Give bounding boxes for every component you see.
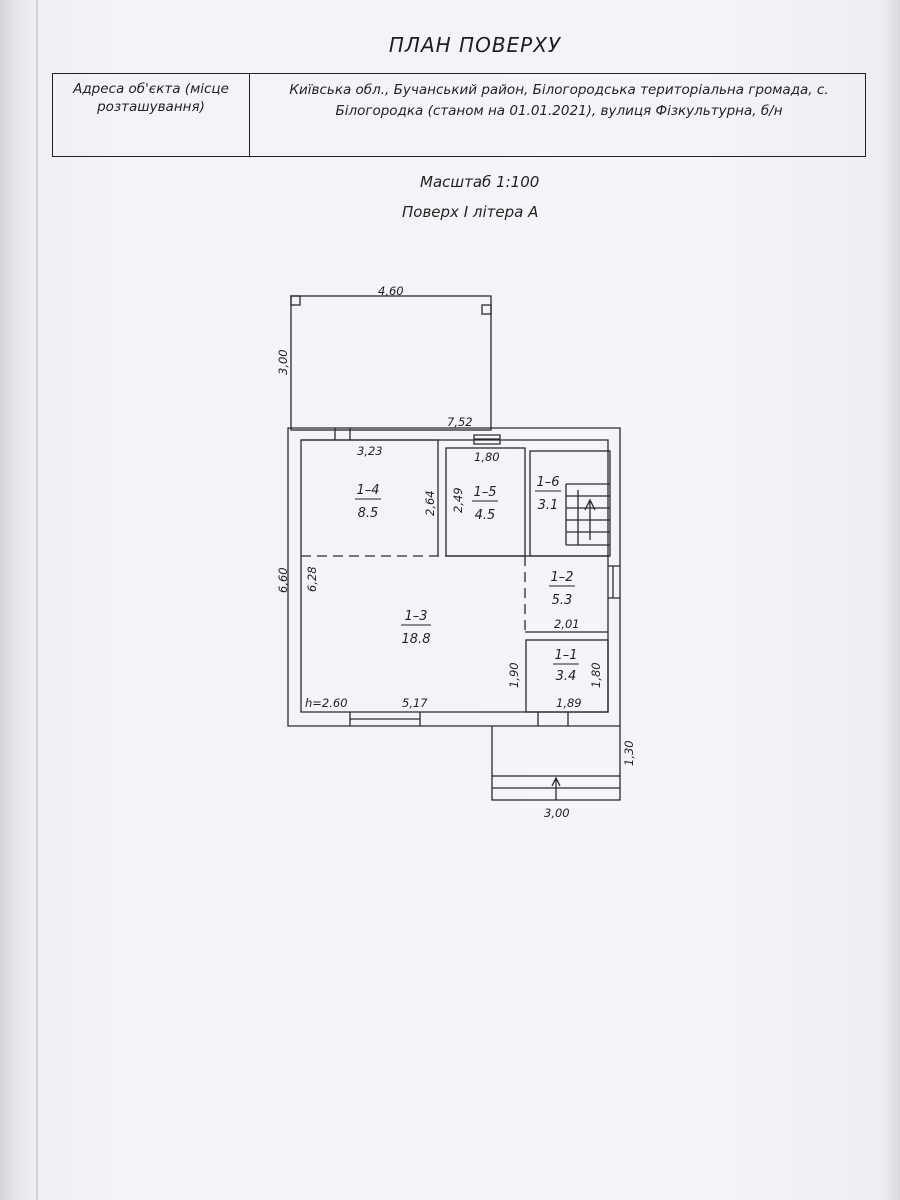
terrace-outline <box>290 295 492 431</box>
dim-201: 2,01 <box>554 617 580 631</box>
wall-room-1-4 <box>301 439 439 556</box>
room-1-3-area: 18.8 <box>402 632 431 647</box>
room-1-6-area: 3.1 <box>538 498 559 513</box>
window <box>473 434 501 445</box>
dim-porch-depth: 1,30 <box>622 740 636 766</box>
window <box>349 712 421 726</box>
room-1-2-id: 1–2 <box>550 570 573 585</box>
dim-180-side: 1,80 <box>589 662 603 688</box>
dim-left-upper: 3,00 <box>276 349 290 375</box>
stairs-steps <box>566 490 610 545</box>
room-1-5-area: 4.5 <box>475 508 496 523</box>
room-1-1-id: 1–1 <box>554 648 577 663</box>
dim-top-width: 4,60 <box>378 284 404 298</box>
room-1-4-id: 1–4 <box>356 483 379 498</box>
room-1-6-id: 1–6 <box>536 475 559 490</box>
dim-323: 3,23 <box>357 444 383 458</box>
page-title: ПЛАН ПОВЕРХУ <box>388 33 562 57</box>
dim-overall-width: 7,52 <box>447 415 473 429</box>
window <box>608 565 620 599</box>
dim-190: 1,90 <box>507 662 521 688</box>
stairs-outline <box>565 483 610 546</box>
binding-line <box>36 0 38 1200</box>
dim-628: 6,28 <box>305 566 319 592</box>
sheet-edge <box>888 0 900 1200</box>
dim-517: 5,17 <box>402 696 428 710</box>
scale-label: Масштаб 1:100 <box>420 173 540 191</box>
address-value: Київська обл., Бучанський район, Білогор… <box>289 82 829 119</box>
door <box>537 712 569 726</box>
dim-264: 2,64 <box>423 490 437 516</box>
terrace-corner <box>481 304 492 315</box>
floor-label: Поверх I літера А <box>402 203 539 221</box>
address-label: Адреса об'єкта (місце розташування) <box>53 74 250 156</box>
stairs-arrow <box>584 498 596 540</box>
porch-arrow <box>551 776 561 800</box>
wall-room-1-1 <box>525 639 609 713</box>
window <box>334 428 351 440</box>
dim-189: 1,89 <box>556 696 582 710</box>
address-table: Адреса об'єкта (місце розташування) Київ… <box>52 73 866 157</box>
room-1-5-id: 1–5 <box>473 485 496 500</box>
dim-249: 2,49 <box>451 487 465 513</box>
dim-porch-width: 3,00 <box>544 806 570 820</box>
room-1-4-area: 8.5 <box>358 506 379 521</box>
dim-overall-height: 6,60 <box>276 567 290 593</box>
room-1-1-area: 3.4 <box>556 669 577 684</box>
dim-180-top: 1,80 <box>474 450 500 464</box>
room-1-2-area: 5.3 <box>552 593 573 608</box>
room-1-3-id: 1–3 <box>404 609 427 624</box>
dim-height-note: h=2.60 <box>305 696 348 710</box>
terrace-corner <box>290 295 301 306</box>
